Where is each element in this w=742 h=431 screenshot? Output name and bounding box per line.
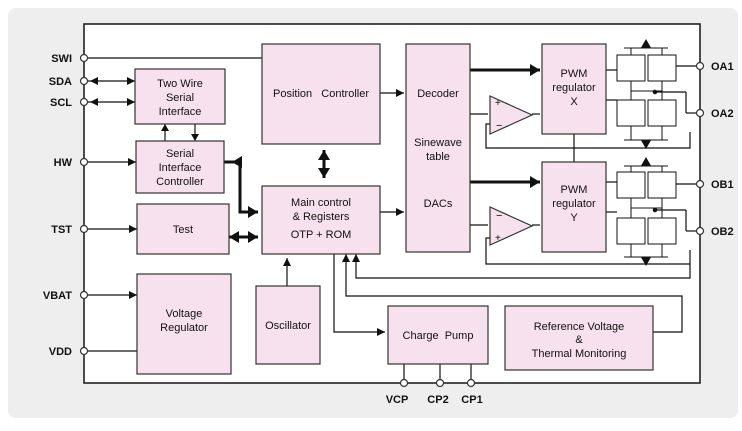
comparator-y: [489, 206, 534, 246]
main-ctrl-label-2: & Registers: [293, 211, 350, 223]
pwm-y-label-2: regulator: [552, 198, 596, 210]
pin-ob1: [695, 179, 705, 189]
pin-label-cp2: CP2: [427, 394, 448, 406]
comparators: + − − +: [489, 95, 534, 246]
pin-tst: [79, 224, 89, 234]
pin-hw: [79, 157, 89, 167]
pin-label-ob2: OB2: [711, 226, 734, 238]
main-ctrl-label-1: Main control: [291, 197, 351, 209]
two-wire-interface-block: [134, 68, 226, 125]
pwm-y-label-1: PWM: [561, 184, 588, 196]
pwm-regulator-y-block: [541, 161, 607, 253]
voltage-regulator-block: [136, 273, 232, 375]
comparator-x-plus: +: [495, 98, 501, 109]
position-controller-block: [261, 43, 381, 145]
h-bridges: [616, 38, 677, 267]
pin-oa1: [695, 61, 705, 71]
dacs-label: DACs: [424, 198, 453, 210]
pwm-x-label-3: X: [570, 96, 578, 108]
pin-label-hw: HW: [54, 157, 73, 169]
pin-label-sda: SDA: [49, 76, 72, 88]
pin-label-cp1: CP1: [461, 394, 482, 406]
ref-voltage-label-1: Reference Voltage: [534, 321, 625, 333]
pin-swi: [79, 53, 89, 63]
pin-label-swi: SWI: [51, 53, 72, 65]
serial-interface-controller-block: [135, 140, 225, 194]
h-bridge-x: [616, 38, 677, 150]
pin-label-tst: TST: [51, 224, 72, 236]
reference-voltage-block: [504, 305, 654, 371]
arrowheads: [90, 64, 540, 336]
pin-sda: [79, 76, 89, 86]
two-wire-label-1: Two Wire: [157, 78, 203, 90]
left-pins: SWI SDA SCL HW TST VBAT VDD: [43, 53, 89, 358]
pin-vbat: [79, 290, 89, 300]
main-ctrl-label-3: OTP + ROM: [291, 229, 352, 241]
pin-label-oa2: OA2: [711, 108, 734, 120]
test-label: Test: [173, 224, 193, 236]
decoder-label: Decoder: [417, 88, 459, 100]
sinewave-label-2: table: [426, 151, 450, 163]
pin-ob2: [695, 226, 705, 236]
pin-label-vbat: VBAT: [43, 290, 72, 302]
comparator-x-minus: −: [496, 120, 502, 132]
sinewave-label-1: Sinewave: [414, 137, 462, 149]
charge-pump-label: Charge Pump: [403, 330, 474, 342]
pin-cp1: [466, 378, 476, 388]
decoder-dac-block: [405, 43, 471, 253]
pin-label-ob1: OB1: [711, 179, 734, 191]
voltage-reg-label-2: Regulator: [160, 322, 208, 334]
charge-pump-block: [387, 305, 489, 365]
pin-label-vcp: VCP: [386, 394, 409, 406]
pin-vcp: [399, 378, 409, 388]
serial-ctrl-label-2: Interface: [159, 162, 202, 174]
comparator-y-minus: −: [496, 210, 502, 222]
blocks: Two Wire Serial Interface Serial Interfa…: [134, 43, 654, 375]
pin-label-scl: SCL: [50, 97, 72, 109]
comparator-x: [489, 95, 534, 135]
ref-voltage-label-3: Thermal Monitoring: [532, 348, 627, 360]
ref-voltage-label-2: &: [575, 334, 583, 346]
pwm-x-label-2: regulator: [552, 82, 596, 94]
serial-ctrl-label-1: Serial: [166, 148, 194, 160]
pin-vdd: [79, 346, 89, 356]
two-wire-label-2: Serial: [166, 92, 194, 104]
main-control-block: [261, 185, 381, 255]
bottom-pins: VCP CP2 CP1: [386, 378, 483, 406]
oscillator-block: [255, 285, 321, 365]
pin-label-oa1: OA1: [711, 61, 734, 73]
pwm-regulator-x-block: [541, 43, 607, 135]
h-bridge-y: [616, 156, 677, 267]
oscillator-label: Oscillator: [265, 320, 311, 332]
pin-cp2: [435, 378, 445, 388]
test-block: [136, 203, 230, 255]
pin-label-vdd: VDD: [49, 346, 72, 358]
pwm-y-label-3: Y: [570, 212, 578, 224]
pin-scl: [79, 97, 89, 107]
pin-oa2: [695, 108, 705, 118]
two-wire-label-3: Interface: [159, 106, 202, 118]
position-ctrl-label: Position Controller: [273, 88, 369, 100]
right-pins: OA1 OA2 OB1 OB2: [695, 61, 734, 238]
voltage-reg-label-1: Voltage: [166, 308, 203, 320]
pwm-x-label-1: PWM: [561, 68, 588, 80]
comparator-y-plus: +: [495, 233, 501, 244]
serial-ctrl-label-3: Controller: [156, 176, 204, 188]
